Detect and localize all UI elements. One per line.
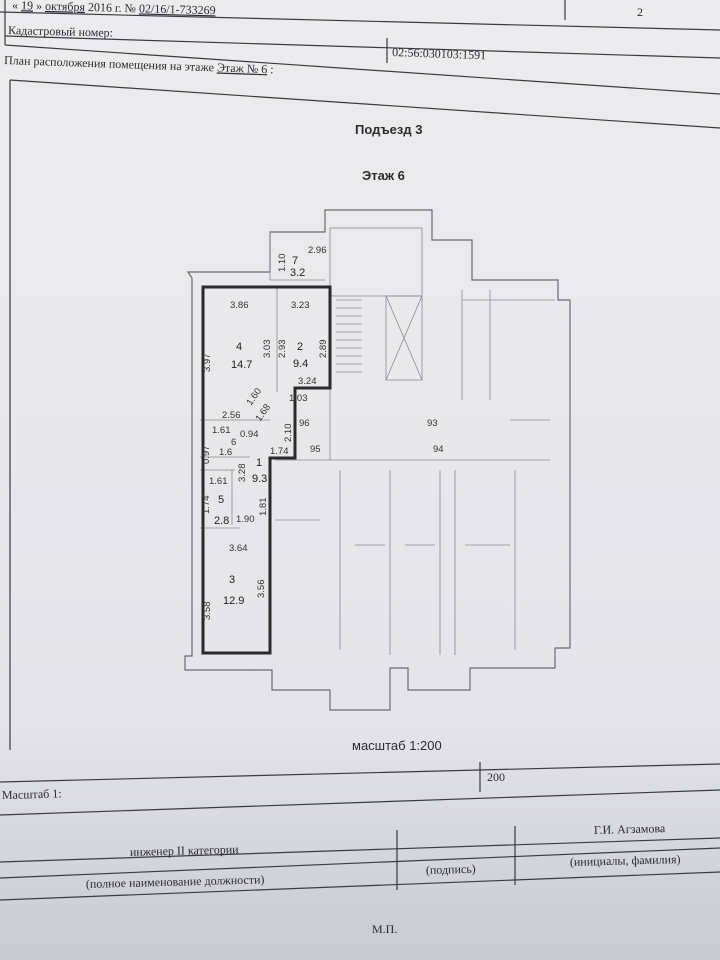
date-prefix: « xyxy=(12,0,18,12)
dimension: 3.23 xyxy=(291,300,310,311)
stamp-place: М.П. xyxy=(372,922,397,936)
dimension: 1.81 xyxy=(258,498,269,517)
dimension: 1.74 xyxy=(201,496,212,515)
position-title: инженер II категории xyxy=(130,842,240,859)
dimension: 3.56 xyxy=(256,580,267,599)
room-6-area: 1.6 xyxy=(219,447,232,458)
name-caption: (инициалы, фамилия) xyxy=(570,852,681,869)
plan-scale-caption: масштаб 1:200 xyxy=(352,738,442,753)
dimension: 3.58 xyxy=(202,602,213,621)
floor-plan xyxy=(184,209,571,711)
dimension: 1.74 xyxy=(270,446,289,457)
dimension: 2.89 xyxy=(318,340,329,359)
signature-field[interactable] xyxy=(400,842,512,862)
floor-title: Этаж 6 xyxy=(362,168,405,183)
dimension: 1.61 xyxy=(212,425,231,436)
date-month: октября xyxy=(45,0,86,14)
room-3-number: 3 xyxy=(229,574,235,586)
position-caption: (полное наименование должности) xyxy=(86,872,265,891)
apartment-93: 93 xyxy=(427,418,438,429)
page-number: 2 xyxy=(637,5,643,19)
entrance-title: Подъезд 3 xyxy=(355,122,422,137)
date-mid: » xyxy=(36,0,42,13)
dimension: 3.28 xyxy=(237,464,248,483)
room-7-area: 3.2 xyxy=(290,267,305,279)
floor-suffix: : xyxy=(270,62,274,76)
dimension: 1.03 xyxy=(289,393,308,404)
dimension: 2.93 xyxy=(277,340,288,359)
room-5-number: 5 xyxy=(218,494,224,506)
dimension: 0.97 xyxy=(201,446,212,465)
date-year: 2016 г. № xyxy=(88,0,136,15)
room-2-number: 2 xyxy=(297,341,303,353)
scale-value: 200 xyxy=(487,770,505,784)
engineer-name: Г.И. Агзамова xyxy=(594,821,666,837)
room-1-area: 9.3 xyxy=(252,473,267,485)
apartment-94: 94 xyxy=(433,444,444,455)
dimension: 3.64 xyxy=(229,543,248,554)
dimension: 3.24 xyxy=(298,376,317,387)
room-5-area: 2.8 xyxy=(214,515,229,527)
apartment-outline xyxy=(201,285,332,655)
svg-text:« 19 » октяб: « 19 » октября 2016 г. № 02/16/1-733269 xyxy=(12,0,216,17)
room-1-number: 1 xyxy=(256,457,262,469)
apartment-95: 95 xyxy=(310,444,321,455)
date-day: 19 xyxy=(21,0,33,13)
dimension: 3.03 xyxy=(262,340,273,359)
dimension: 1.61 xyxy=(209,476,228,487)
room-labels: 7 3.2 4 14.7 2 9.4 6 1.6 1 9.3 5 2.8 3 1… xyxy=(214,255,444,607)
room-6-number: 6 xyxy=(231,437,236,448)
apartment-96: 96 xyxy=(299,418,310,429)
dimension: 2.96 xyxy=(308,245,327,256)
floor-value: Этаж № 6 xyxy=(217,60,268,76)
dimension: 0.94 xyxy=(240,429,259,440)
dimension: 1.10 xyxy=(277,254,288,273)
dimension: 2.56 xyxy=(222,410,241,421)
cadastral-label: Кадастровый номер: xyxy=(8,23,113,40)
signature-caption: (подпись) xyxy=(426,862,476,877)
room-4-number: 4 xyxy=(236,341,242,353)
document-number: 02/16/1-733269 xyxy=(139,1,216,17)
dimension: 1.90 xyxy=(236,514,255,525)
cadastral-number: 02:56:030103:1591 xyxy=(392,45,486,62)
room-7-number: 7 xyxy=(292,255,298,267)
scale-label: Масштаб 1: xyxy=(2,786,62,802)
dimension: 3.86 xyxy=(230,300,249,311)
room-3-area: 12.9 xyxy=(223,595,244,607)
dimension: 3.97 xyxy=(202,354,213,373)
room-2-area: 9.4 xyxy=(293,358,308,370)
room-4-area: 14.7 xyxy=(231,359,252,371)
footer-form: Масштаб 1: 200 инженер II категории (пол… xyxy=(0,762,720,936)
dimension: 2.10 xyxy=(283,424,294,443)
